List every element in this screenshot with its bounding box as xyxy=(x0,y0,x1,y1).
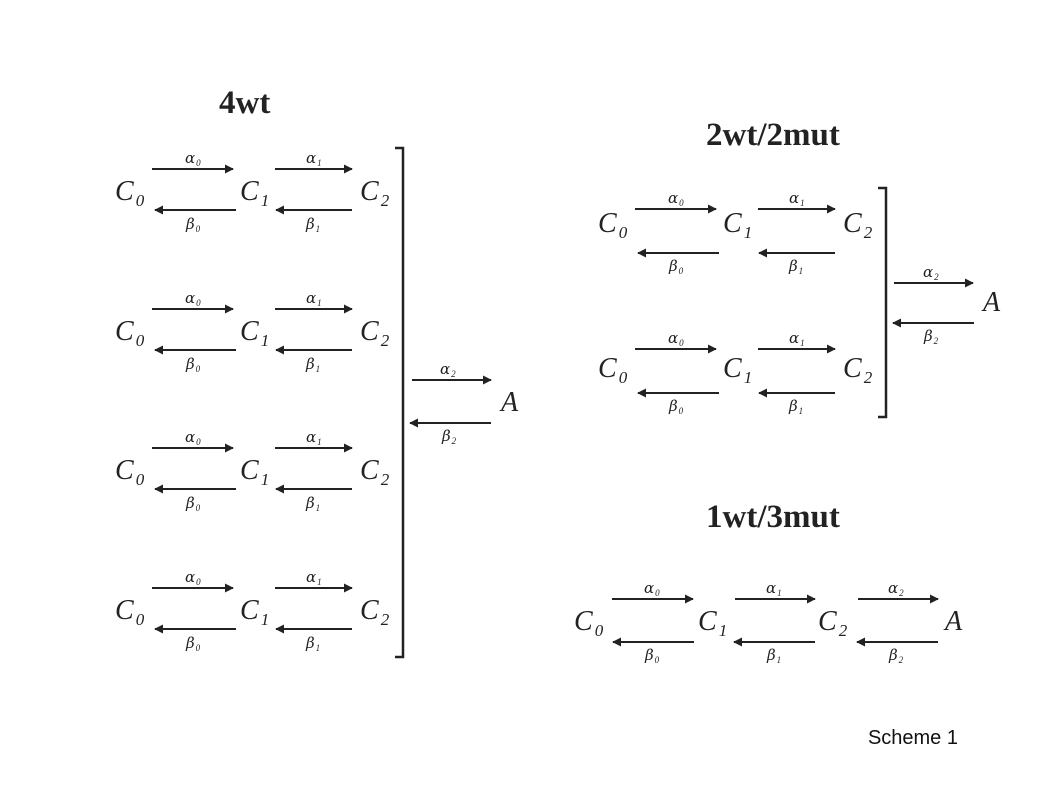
rate-beta0: β0 xyxy=(185,494,201,513)
panel-title-2wt-2mut: 2wt/2mut xyxy=(706,117,840,153)
state-a: A xyxy=(499,387,519,418)
rate-alpha0: α0 xyxy=(644,579,660,598)
rate-alpha1: α1 xyxy=(306,568,322,587)
rate-beta1: β1 xyxy=(788,257,803,276)
rate-beta1: β1 xyxy=(305,634,320,653)
rate-beta1: β1 xyxy=(766,646,781,665)
rate-alpha0: α0 xyxy=(185,568,201,587)
rate-beta0: β0 xyxy=(668,397,684,416)
rate-beta0: β0 xyxy=(185,355,201,374)
rate-beta0: β0 xyxy=(185,634,201,653)
rate-alpha1: α1 xyxy=(789,189,805,208)
rate-beta2: β2 xyxy=(441,427,457,446)
bracket xyxy=(395,146,405,659)
panel-title-1wt-3mut: 1wt/3mut xyxy=(706,499,840,535)
rate-beta1: β1 xyxy=(305,355,320,374)
rate-beta0: β0 xyxy=(185,215,201,234)
rate-alpha0: α0 xyxy=(668,329,684,348)
rate-alpha2: α2 xyxy=(440,360,456,379)
rate-alpha0: α0 xyxy=(185,149,201,168)
rate-alpha1: α1 xyxy=(766,579,782,598)
rate-beta0: β0 xyxy=(668,257,684,276)
rate-alpha1: α1 xyxy=(306,428,322,447)
rate-alpha2: α2 xyxy=(923,263,939,282)
rate-beta1: β1 xyxy=(788,397,803,416)
rate-beta1: β1 xyxy=(305,494,320,513)
rate-alpha1: α1 xyxy=(306,289,322,308)
rate-alpha0: α0 xyxy=(185,428,201,447)
state-a: A xyxy=(981,287,1001,318)
rate-beta1: β1 xyxy=(305,215,320,234)
state-a: A xyxy=(943,606,963,637)
rate-alpha1: α1 xyxy=(306,149,322,168)
bracket xyxy=(878,186,888,419)
rate-beta2: β2 xyxy=(923,327,939,346)
rate-beta2: β2 xyxy=(888,646,904,665)
panel-title-4wt: 4wt xyxy=(219,85,270,121)
rate-alpha2: α2 xyxy=(888,579,904,598)
rate-alpha0: α0 xyxy=(185,289,201,308)
scheme-caption: Scheme 1 xyxy=(867,727,958,749)
rate-beta0: β0 xyxy=(644,646,660,665)
rate-alpha0: α0 xyxy=(668,189,684,208)
rate-alpha1: α1 xyxy=(789,329,805,348)
